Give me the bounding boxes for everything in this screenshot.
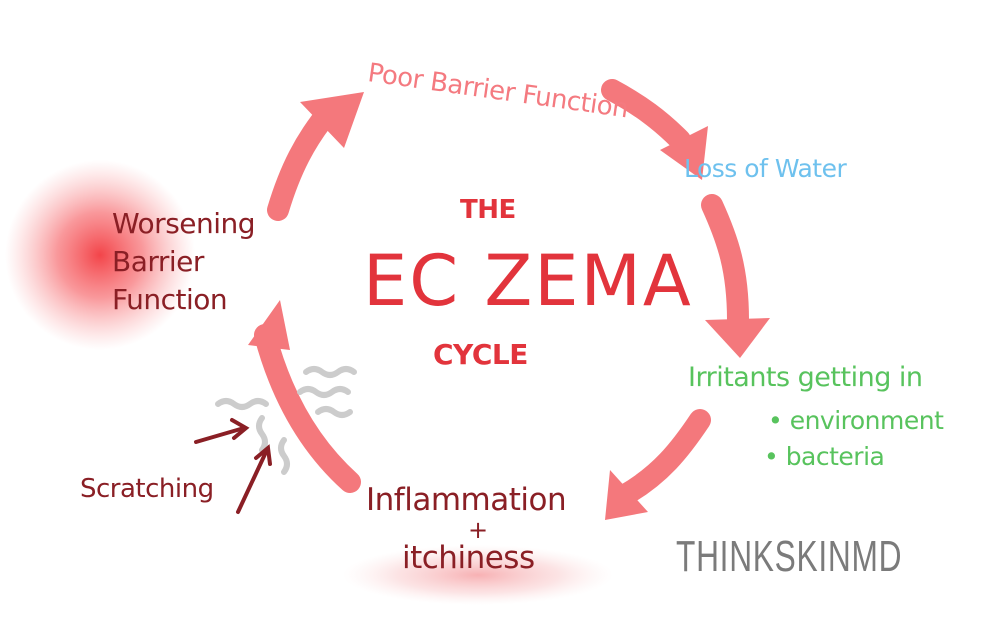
stage-irritants-getting-in: Irritants getting in (688, 362, 923, 393)
scratching-arrows (194, 418, 272, 514)
arrow-inflammation-to-worsening (254, 324, 361, 493)
title-the: THE (460, 195, 516, 225)
itchiness-glow (343, 545, 613, 605)
irritant-example-environment: • environment (768, 406, 944, 435)
worsening-line-2: Barrier (112, 245, 204, 278)
scratch-mark (303, 366, 357, 378)
scratch-mark (256, 415, 268, 453)
arrow-poor-to-loss (601, 79, 691, 151)
scratch-mark (215, 398, 269, 410)
scratch-marks (215, 366, 357, 475)
scratching-arrow-lower (236, 450, 268, 514)
worsening-line-1: Worsening (112, 207, 256, 240)
brand-watermark: THINKSKINMD (676, 532, 903, 581)
scratching-arrow-upper (194, 426, 246, 444)
arrowhead-1 (300, 92, 364, 148)
arrow-loss-to-irritants (701, 194, 749, 331)
irritant-example-bacteria: • bacteria (764, 442, 885, 471)
arrow-irritants-to-inflammation (614, 409, 711, 506)
arrowhead-2 (660, 126, 708, 180)
scratch-mark (315, 406, 353, 418)
scratching-label: Scratching (80, 474, 214, 504)
title-eczema: EC ZEMA (363, 240, 693, 322)
scratching-arrow-lower-head (254, 444, 272, 466)
worsening-line-3: Function (112, 283, 228, 316)
arrowhead-3 (705, 318, 770, 358)
arrowhead-4 (605, 470, 648, 520)
inflammation-glow (5, 160, 195, 350)
stage-loss-of-water: Loss of Water (684, 154, 847, 183)
arrow-heads (248, 92, 770, 520)
arrowhead-5 (248, 300, 290, 350)
stage-itchiness: itchiness (402, 540, 535, 576)
stage-worsening-barrier-function: Worsening Barrier Function (112, 205, 256, 319)
scratch-mark (278, 437, 290, 475)
stage-inflammation: Inflammation (366, 482, 567, 518)
title-cycle: CYCLE (433, 338, 528, 371)
scratch-mark (297, 386, 351, 398)
stage-plus-sign: + (468, 516, 488, 544)
scratching-arrow-upper-head (230, 418, 250, 440)
